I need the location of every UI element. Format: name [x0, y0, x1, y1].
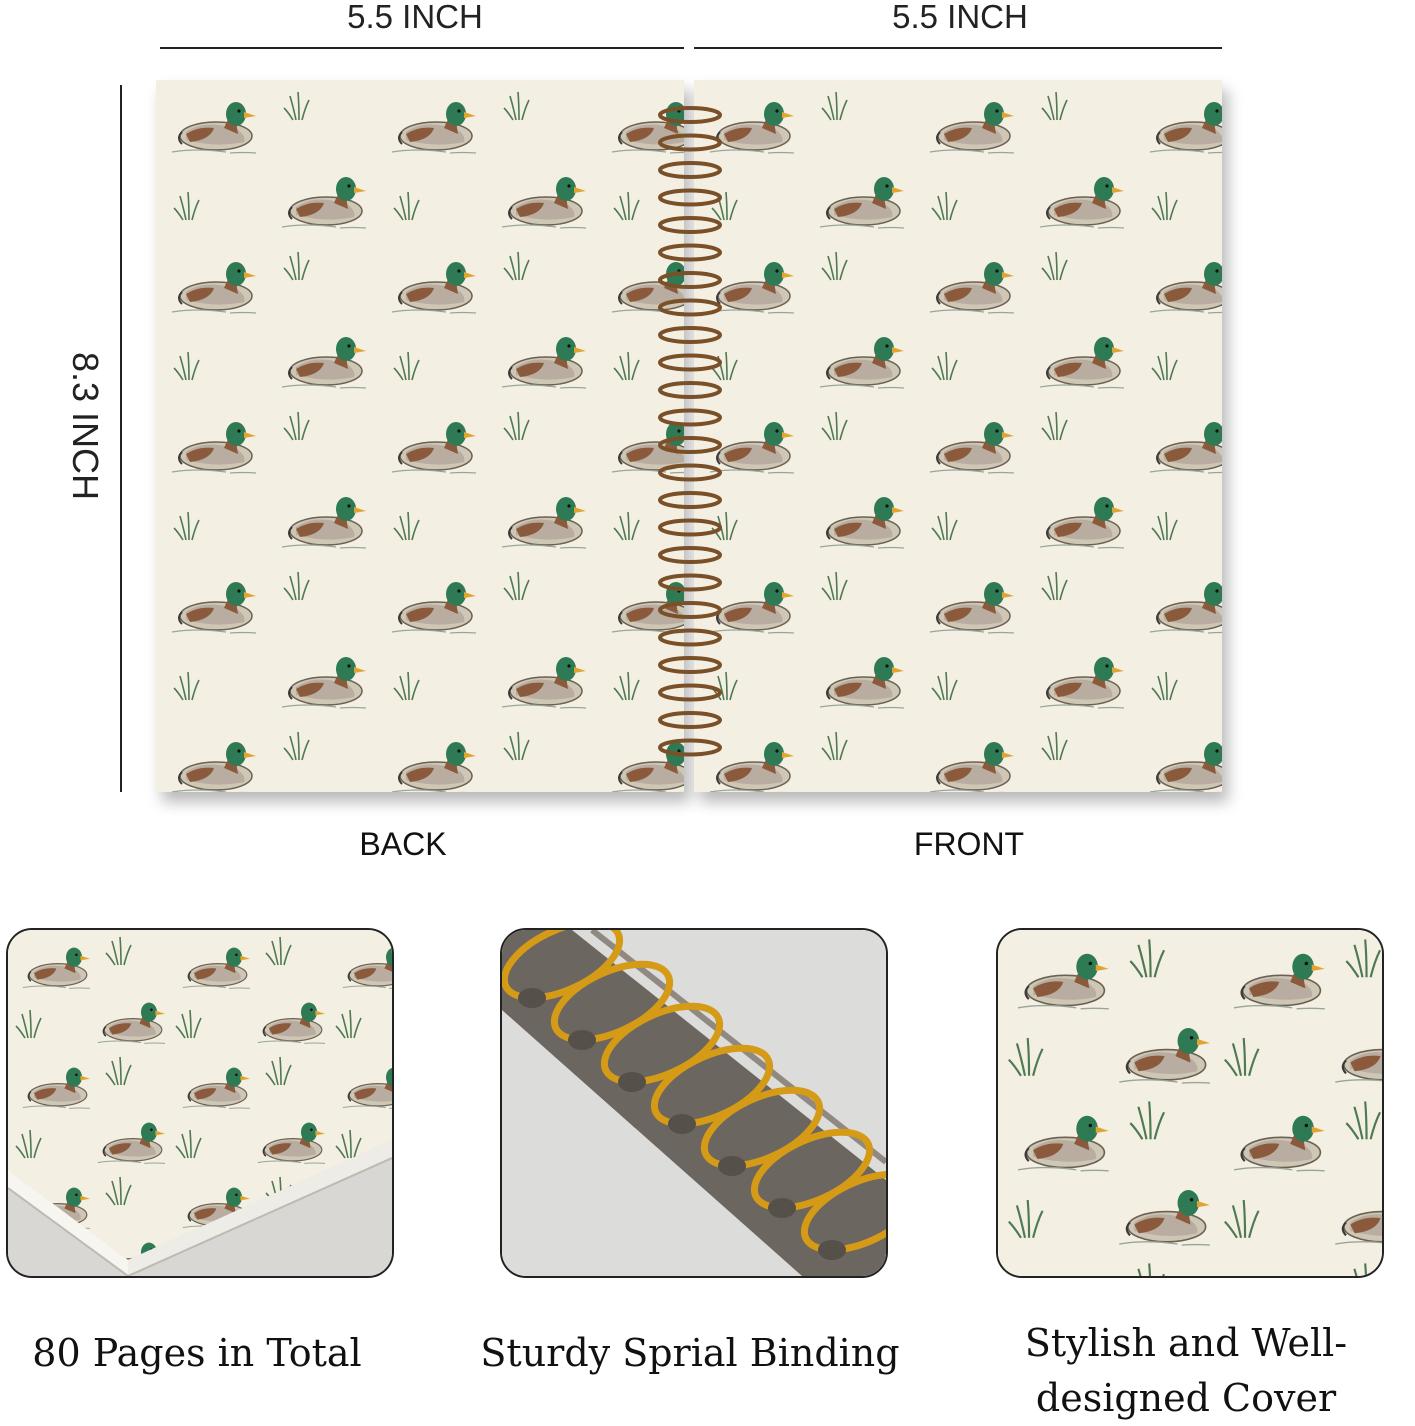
caption-binding: Sturdy Sprial Binding — [480, 1331, 900, 1375]
spiral-coil — [658, 353, 722, 372]
cover-closeup-image — [998, 930, 1382, 1276]
spiral-coil — [658, 518, 722, 537]
punch-hole — [618, 1072, 646, 1092]
gold-coil — [800, 1170, 886, 1254]
back-label: BACK — [359, 826, 447, 862]
spiral-coil — [658, 271, 722, 289]
punch-hole — [568, 1030, 596, 1050]
spiral-coil — [658, 243, 722, 262]
punch-hole — [518, 988, 546, 1008]
spiral-coil — [658, 161, 722, 179]
spiral-coil — [658, 573, 722, 592]
pages-thumbnail — [6, 928, 394, 1278]
spiral-coil — [658, 711, 722, 729]
punch-hole — [718, 1156, 746, 1176]
back-cover — [156, 80, 684, 792]
spiral-coil — [658, 408, 722, 427]
binding-thumbnail — [500, 928, 888, 1278]
punch-hole — [668, 1114, 696, 1134]
height-line — [120, 85, 122, 792]
spiral-coil — [658, 298, 722, 317]
spiral-coil — [658, 683, 722, 702]
spiral-binding — [658, 106, 722, 757]
punch-hole — [818, 1240, 846, 1260]
width-line-front — [694, 47, 1222, 49]
spiral-closeup-image — [502, 930, 886, 1276]
spiral-coil — [658, 546, 722, 564]
spiral-coil — [658, 216, 722, 234]
back-cover-pattern — [156, 80, 684, 792]
width-label-front: 5.5 INCH — [892, 0, 1028, 35]
caption-cover: Stylish and Well-designed Cover — [1024, 1321, 1348, 1421]
spiral-coil — [658, 106, 722, 124]
spiral-coil — [658, 491, 722, 509]
spiral-coil — [658, 188, 722, 207]
spiral-coil — [658, 628, 722, 647]
spiral-coil — [658, 381, 722, 399]
width-line-back — [160, 47, 684, 49]
spiral-coil — [658, 436, 722, 454]
spiral-coil — [658, 738, 722, 757]
spiral-coil — [658, 601, 722, 619]
front-label: FRONT — [913, 826, 1025, 862]
spiral-coil — [658, 656, 722, 674]
spiral-coil — [658, 463, 722, 482]
punch-hole — [768, 1198, 796, 1218]
cover-thumbnail — [996, 928, 1384, 1278]
caption-pages: 80 Pages in Total — [32, 1331, 362, 1375]
front-cover — [694, 80, 1222, 792]
notebook-corner-image — [8, 930, 392, 1276]
spiral-coil — [658, 326, 722, 344]
height-label: 8.3 INCH — [65, 351, 106, 501]
front-cover-pattern — [694, 80, 1222, 792]
spiral-coil — [658, 133, 722, 152]
width-label-back: 5.5 INCH — [347, 0, 483, 35]
